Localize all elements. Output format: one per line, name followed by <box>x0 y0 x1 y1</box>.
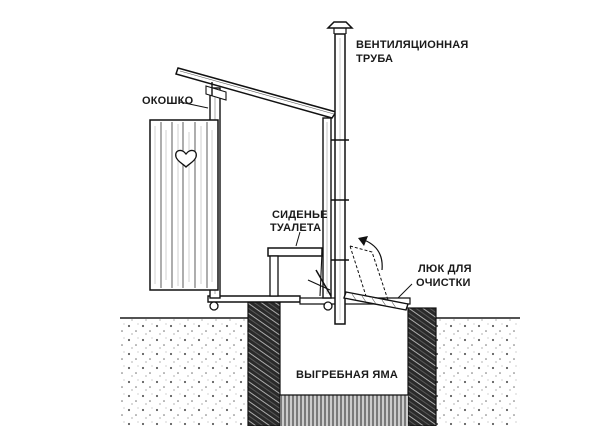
ventilation-pipe <box>326 21 354 325</box>
label-hatch-line2: ОЧИСТКИ <box>416 277 471 289</box>
leader-lines <box>179 101 413 299</box>
waste-layer <box>280 395 408 426</box>
cleaning-hatch <box>343 236 409 311</box>
label-hatch-line1: ЛЮК ДЛЯ <box>418 263 472 275</box>
hatch-arrow-icon <box>363 239 383 271</box>
toilet-seat <box>267 247 323 297</box>
heart-icon <box>175 149 197 168</box>
label-vent-line1: ВЕНТИЛЯЦИОННАЯ <box>356 39 469 51</box>
pipe-cap <box>326 21 354 29</box>
label-seat-line1: СИДЕНЬЕ <box>272 209 328 221</box>
roof <box>175 67 338 119</box>
door <box>149 119 219 291</box>
front-wall <box>307 117 332 299</box>
label-window: ОКОШКО <box>142 95 194 107</box>
ground <box>120 317 520 426</box>
pit <box>280 394 408 426</box>
label-seat-line2: ТУАЛЕТА <box>270 222 321 234</box>
label-vent-line2: ТРУБА <box>356 53 393 65</box>
label-pit: ВЫГРЕБНАЯ ЯМА <box>296 369 398 381</box>
pit-walls <box>247 299 437 426</box>
